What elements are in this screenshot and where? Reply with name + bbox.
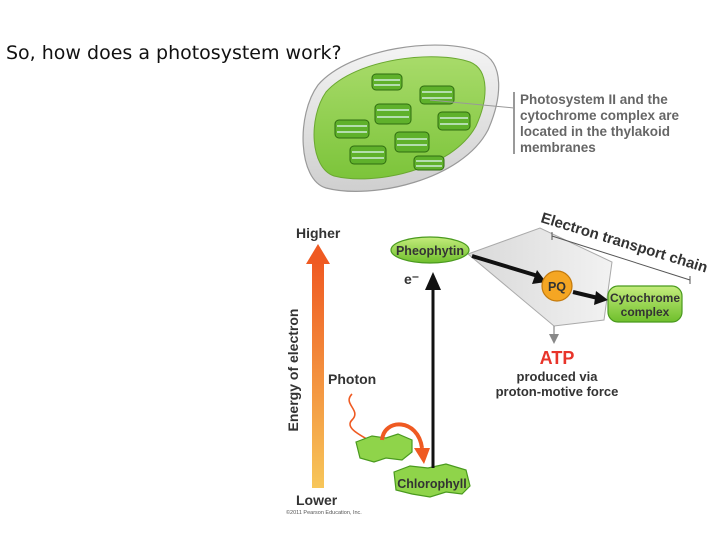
chloroplast-caption: Photosystem II and the cytochrome comple… — [520, 92, 680, 155]
photon-label: Photon — [328, 371, 376, 387]
atp-title: ATP — [540, 348, 575, 368]
energy-arrowhead — [306, 244, 330, 264]
caption-line: cytochrome complex are — [520, 108, 680, 123]
cytochrome-label-line: Cytochrome — [610, 291, 680, 305]
cytochrome-label-line: complex — [621, 305, 670, 319]
chlorophyll-label: Chlorophyll — [397, 477, 466, 491]
energy-axis-label: Energy of electron — [285, 309, 301, 432]
atp-line: produced via — [517, 369, 599, 384]
atp-line: proton-motive force — [496, 384, 619, 399]
chloroplast-illustration — [303, 45, 514, 191]
energy-lower-label: Lower — [296, 492, 338, 508]
pheophytin-label: Pheophytin — [396, 244, 464, 258]
copyright-note: ©2011 Pearson Education, Inc. — [286, 509, 362, 516]
electron-label: e⁻ — [404, 271, 419, 287]
energy-axis: Higher Lower Energy of electron — [285, 225, 341, 508]
energy-higher-label: Higher — [296, 225, 341, 241]
photon-wave — [349, 394, 372, 442]
caption-line: located in the thylakoid — [520, 124, 670, 139]
caption-line: membranes — [520, 140, 596, 155]
caption-line: Photosystem II and the — [520, 92, 668, 107]
pq-label: PQ — [548, 280, 566, 294]
